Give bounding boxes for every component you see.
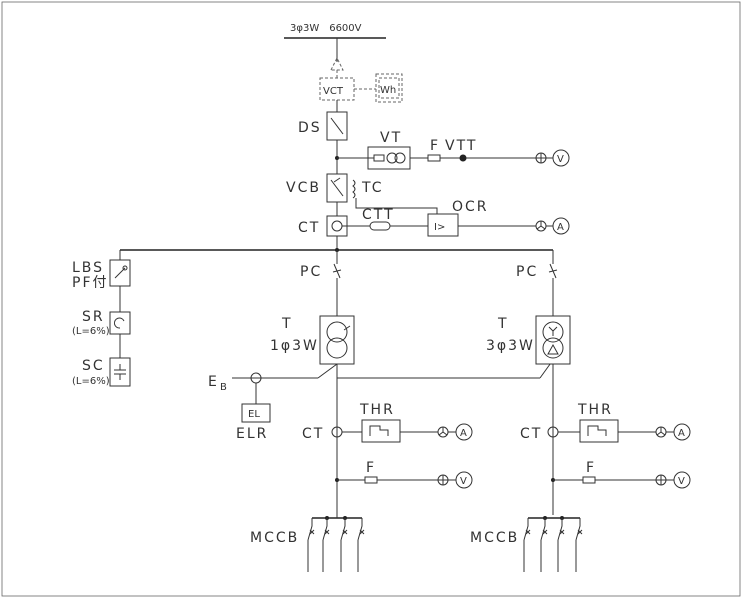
right-thr-box (579, 419, 619, 443)
left-transformer-mark (343, 325, 351, 331)
right-delta-icon (547, 343, 559, 355)
left-ammeter-label: A (460, 428, 467, 439)
right-thr-icon (587, 425, 607, 436)
left-ammeter-switch-stroke-3 (442, 431, 448, 436)
right-mccb-breakers (523, 518, 583, 572)
left-ct-label: CT (302, 426, 324, 442)
eb-label: E (208, 374, 219, 390)
left-thr-icon (369, 425, 389, 436)
tc-trip-line (355, 198, 438, 214)
voltmeter-symbol (552, 149, 570, 167)
left-transformer-coil-2 (326, 337, 348, 359)
right-ammeter-label: A (678, 428, 685, 439)
vct-label: VCT (323, 86, 344, 97)
left-fuse (364, 476, 378, 484)
el-box (241, 403, 271, 423)
ctt-symbol (369, 221, 391, 231)
vcb-contact (330, 179, 344, 197)
right-ammeter-switch-stroke-2 (656, 431, 662, 436)
right-ct-label: CT (520, 426, 542, 442)
vt-voltmeter-label: V (557, 154, 564, 165)
lbs-fuse-mark (122, 265, 128, 271)
vtt-terminal-dot (459, 154, 467, 162)
ocr-symbol: I> (434, 222, 445, 233)
left-t-label: T (281, 316, 293, 332)
eb-subscript: B (220, 382, 227, 393)
wh-box (375, 73, 403, 103)
vt-label: VT (380, 130, 402, 146)
left-mccb-label: MCCB (250, 530, 299, 546)
ds-label: DS (298, 120, 322, 136)
right-thr-label: THR (577, 402, 613, 418)
right-transformer-coil-1 (542, 321, 564, 343)
supply-label: 3φ3W 6600V (290, 23, 362, 34)
left-thr-label: THR (359, 402, 395, 418)
tc-coil-icon (352, 179, 356, 199)
wh-label: Wh (380, 85, 396, 96)
right-pc-fuse-mark (548, 269, 558, 273)
right-t-type: 3φ3W (486, 338, 535, 354)
el-label: EL (248, 409, 260, 420)
sr-label: SR (82, 309, 105, 325)
vcb-contact-mark (333, 177, 341, 183)
left-f-label: F (366, 460, 376, 476)
tc-label: TC (361, 180, 384, 196)
left-pc-fuse-mark (332, 269, 342, 273)
sc-note: (L=6%) (72, 376, 110, 387)
left-transformer-coil-1 (326, 321, 348, 343)
sr-box (109, 311, 131, 335)
eb-to-left-t (317, 363, 338, 379)
ammeter-symbol (552, 217, 570, 235)
left-t-type: 1φ3W (270, 338, 319, 354)
right-transformer-box (535, 315, 571, 365)
vt-fuse (373, 154, 385, 162)
vt-coil-1 (386, 152, 398, 164)
right-t-label: T (497, 316, 509, 332)
left-voltmeter-symbol (455, 471, 473, 489)
vt-coil-2 (394, 152, 406, 164)
right-f-label: F (586, 460, 596, 476)
left-pc-label: PC (300, 264, 322, 280)
vt-f-label: F (430, 138, 440, 154)
sc-box (109, 357, 131, 387)
right-ammeter-switch-stroke-3 (660, 431, 666, 436)
right-ammeter-symbol (673, 423, 691, 441)
left-ammeter-switch-stroke-2 (438, 431, 444, 436)
vcb-label: VCB (286, 180, 321, 196)
ocr-label: OCR (452, 199, 489, 215)
lbs-label-line1: LBS (72, 260, 104, 276)
right-pc-label: PC (516, 264, 538, 280)
sr-note: (L=6%) (72, 326, 110, 337)
main-ammeter-label: A (557, 222, 564, 233)
right-fuse (582, 476, 596, 484)
left-ammeter-symbol (455, 423, 473, 441)
ammeter-switch-stroke-2 (536, 225, 542, 230)
ds-switch-blade (330, 117, 344, 135)
elr-label: ELR (236, 426, 268, 442)
sr-reactor-icon (113, 317, 125, 329)
ammeter-switch-stroke-3 (540, 225, 546, 230)
sc-label: SC (82, 358, 105, 374)
left-thr-box (361, 419, 401, 443)
left-voltmeter-label: V (460, 476, 467, 487)
right-wye-icon (548, 326, 558, 336)
right-transformer-coil-2 (542, 337, 564, 359)
right-voltmeter-label: V (678, 476, 685, 487)
lbs-label-line2: PF付 (72, 275, 109, 291)
wh-inner-box (378, 77, 400, 99)
ocr-box (427, 213, 459, 237)
ct-main-label: CT (298, 220, 320, 236)
ctt-label: CTT (362, 207, 395, 223)
right-mccb-label: MCCB (470, 530, 519, 546)
left-transformer-box (319, 315, 355, 365)
left-mccb-breakers (307, 518, 365, 572)
right-voltmeter-symbol (673, 471, 691, 489)
vtt-label: VTT (445, 138, 477, 154)
vt-secondary-fuse (427, 154, 441, 162)
